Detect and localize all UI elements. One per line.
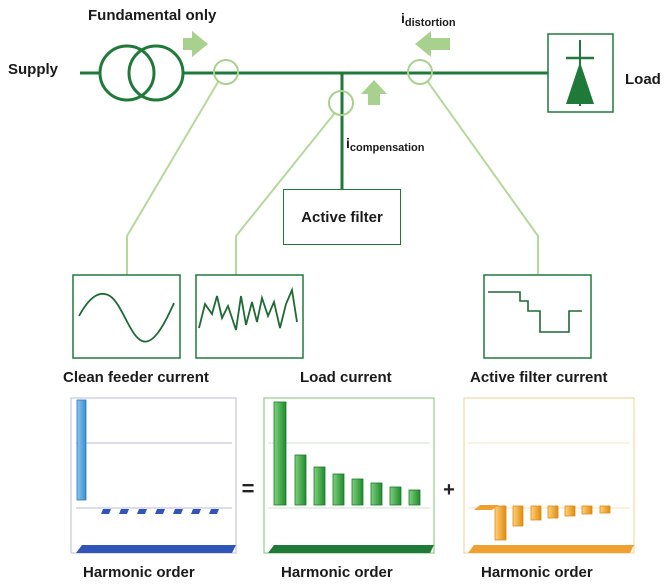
transformer-icon <box>98 44 185 102</box>
harmonic-order-label-2: Harmonic order <box>281 564 393 581</box>
sensor-distortion-icon <box>407 59 433 85</box>
filter-waveform <box>483 274 592 359</box>
harmonic-order-label-3: Harmonic order <box>481 564 593 581</box>
supply-label: Supply <box>8 61 59 78</box>
fundamental-arrow-icon <box>183 31 208 57</box>
compensation-arrow-icon <box>361 80 387 105</box>
clean-spectrum <box>70 397 237 554</box>
active-filter-box: Active filter <box>283 189 401 245</box>
clean-feeder-current-label: Clean feeder current <box>63 369 209 386</box>
load-label: Load <box>625 71 661 88</box>
i-compensation-sub: compensation <box>349 142 425 154</box>
distortion-arrow-icon <box>415 31 450 57</box>
sensor-compensation-icon <box>328 90 354 116</box>
plus-sign: + <box>443 479 455 501</box>
load-current-label: Load current <box>300 369 392 386</box>
fundamental-only-label: Fundamental only <box>88 7 217 24</box>
sensor-links <box>126 81 539 275</box>
i-compensation-label: icompensation <box>346 135 424 154</box>
i-distortion-sub: distortion <box>404 17 456 29</box>
load-spectrum <box>263 397 435 554</box>
i-distortion-main: i <box>401 10 405 26</box>
load-diode-icon <box>547 33 614 113</box>
sensor-clean-icon <box>213 59 239 85</box>
load-waveform <box>195 274 304 359</box>
active-filter-current-label: Active filter current <box>470 369 608 386</box>
active-filter-label: Active filter <box>301 208 383 226</box>
i-distortion-label: idistortion <box>401 10 456 29</box>
clean-waveform <box>72 274 181 359</box>
harmonic-order-label-1: Harmonic order <box>83 564 195 581</box>
equals-sign: = <box>242 476 255 501</box>
i-compensation-main: i <box>346 135 350 151</box>
filter-spectrum <box>463 397 635 554</box>
